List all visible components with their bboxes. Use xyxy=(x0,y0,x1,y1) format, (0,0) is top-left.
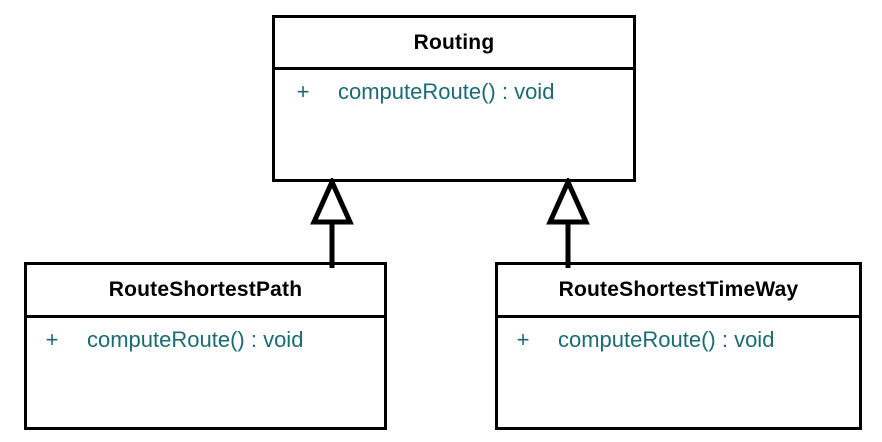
class-operations-compartment-route-shortest-path: + computeRoute() : void xyxy=(27,318,384,427)
class-name-route-shortest-time-way: RouteShortestTimeWay xyxy=(498,265,859,318)
member-signature: computeRoute() : void xyxy=(87,327,304,352)
member-signature: computeRoute() : void xyxy=(558,327,775,352)
class-member-row: + computeRoute() : void xyxy=(275,79,633,105)
hollow-triangle-icon xyxy=(310,178,354,225)
member-signature: computeRoute() : void xyxy=(338,79,555,104)
visibility-marker-public: + xyxy=(296,79,310,104)
generalization-arrow-route-shortest-path xyxy=(310,178,354,268)
class-member-row: + computeRoute() : void xyxy=(498,327,859,353)
class-box-routing[interactable]: Routing + computeRoute() : void xyxy=(272,15,636,182)
class-box-route-shortest-time-way[interactable]: RouteShortestTimeWay + computeRoute() : … xyxy=(495,262,862,430)
class-operations-compartment-routing: + computeRoute() : void xyxy=(275,70,633,179)
class-operations-compartment-route-shortest-time-way: + computeRoute() : void xyxy=(498,318,859,427)
class-box-route-shortest-path[interactable]: RouteShortestPath + computeRoute() : voi… xyxy=(24,262,387,430)
class-member-row: + computeRoute() : void xyxy=(27,327,384,353)
visibility-marker-public: + xyxy=(516,327,530,352)
hollow-triangle-icon xyxy=(546,178,590,225)
visibility-marker-public: + xyxy=(45,327,59,352)
generalization-arrow-route-shortest-time-way xyxy=(546,178,590,268)
class-name-route-shortest-path: RouteShortestPath xyxy=(27,265,384,318)
class-name-routing: Routing xyxy=(275,18,633,70)
